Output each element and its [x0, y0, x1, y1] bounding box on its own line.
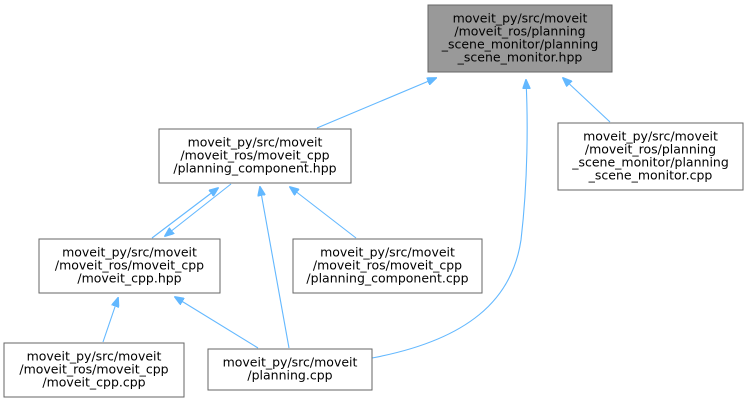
node-label-line: /moveit_ros/planning: [585, 142, 716, 157]
node-label-line: /moveit_cpp.cpp: [42, 375, 145, 390]
node-label-line: _scene_monitor.cpp: [588, 168, 713, 183]
node-label: moveit_py/src/moveit/moveit_ros/moveit_c…: [173, 135, 336, 176]
edge-moveit-cpp-cpp-to-moveit-cpp-hpp: [102, 298, 118, 343]
node-label-line: /moveit_ros/moveit_cpp: [180, 148, 329, 163]
node-label-line: moveit_py/src/moveit: [27, 349, 162, 364]
node-label-line: /moveit_ros/planning: [454, 24, 585, 39]
edge-path: [290, 187, 357, 239]
node-label-line: _scene_monitor/planning: [571, 155, 729, 170]
node-label-line: _scene_monitor/planning: [441, 37, 599, 52]
node-layer: moveit_py/src/moveit/moveit_ros/planning…: [3, 4, 744, 398]
edge-planning-component-hpp-to-moveit-cpp-hpp: [165, 183, 232, 236]
edge-path: [165, 183, 232, 236]
node-box: [207, 348, 373, 391]
edge-path: [371, 80, 527, 359]
node-box: [3, 342, 185, 398]
edge-planning-scene-monitor-cpp-to-planning-scene-monitor-hpp: [563, 78, 611, 123]
node-label-line: /moveit_ros/moveit_cpp: [19, 362, 168, 377]
node-label: moveit_py/src/moveit/moveit_ros/planning…: [441, 11, 599, 65]
node-label-line: /moveit_ros/moveit_cpp: [55, 258, 204, 273]
node-planning-scene-monitor-hpp[interactable]: moveit_py/src/moveit/moveit_ros/planning…: [427, 4, 613, 73]
node-label-line: moveit_py/src/moveit: [453, 11, 588, 26]
edge-layer: [102, 78, 611, 359]
node-label: moveit_py/src/moveit/moveit_ros/moveit_c…: [55, 245, 204, 286]
node-label-line: /moveit_cpp.hpp: [77, 271, 181, 286]
edge-path: [316, 78, 436, 129]
node-planning-component-hpp[interactable]: moveit_py/src/moveit/moveit_ros/moveit_c…: [158, 128, 352, 184]
edge-planning-cpp-to-planning-component-hpp: [260, 187, 290, 349]
edge-planning-component-hpp-to-planning-scene-monitor-hpp: [316, 78, 436, 129]
node-label-line: moveit_py/src/moveit: [320, 245, 455, 260]
node-label: moveit_py/src/moveit/moveit_ros/moveit_c…: [306, 245, 468, 286]
edge-path: [563, 78, 611, 123]
node-box: [427, 4, 613, 73]
node-label: moveit_py/src/moveit/planning.cpp: [223, 355, 358, 383]
edge-path: [175, 297, 259, 349]
node-label-line: moveit_py/src/moveit: [583, 129, 718, 144]
node-box: [158, 128, 352, 184]
node-moveit-cpp-hpp[interactable]: moveit_py/src/moveit/moveit_ros/moveit_c…: [38, 238, 221, 294]
edge-planning-cpp-to-planning-scene-monitor-hpp: [371, 80, 527, 359]
edge-planning-cpp-to-moveit-cpp-hpp: [175, 297, 259, 349]
node-moveit-cpp-cpp[interactable]: moveit_py/src/moveit/moveit_ros/moveit_c…: [3, 342, 185, 398]
node-planning-component-cpp[interactable]: moveit_py/src/moveit/moveit_ros/moveit_c…: [292, 238, 483, 294]
node-label-line: /planning_component.cpp: [306, 271, 468, 286]
node-label-line: /planning.cpp: [247, 368, 332, 383]
node-label: moveit_py/src/moveit/moveit_ros/moveit_c…: [19, 349, 168, 390]
edge-planning-component-cpp-to-planning-component-hpp: [290, 187, 357, 239]
node-box: [557, 122, 744, 191]
node-box: [38, 238, 221, 294]
edge-path: [102, 298, 118, 343]
edge-moveit-cpp-hpp-to-planning-component-hpp: [151, 188, 218, 239]
node-label-line: _scene_monitor.hpp: [457, 50, 583, 65]
node-planning-cpp[interactable]: moveit_py/src/moveit/planning.cpp: [207, 348, 373, 391]
edge-path: [260, 187, 290, 349]
node-box: [292, 238, 483, 294]
node-planning-scene-monitor-cpp[interactable]: moveit_py/src/moveit/moveit_ros/planning…: [557, 122, 744, 191]
node-label-line: moveit_py/src/moveit: [223, 355, 358, 370]
node-label-line: /moveit_ros/moveit_cpp: [313, 258, 462, 273]
node-label-line: moveit_py/src/moveit: [62, 245, 197, 260]
node-label: moveit_py/src/moveit/moveit_ros/planning…: [571, 129, 729, 183]
edge-path: [151, 188, 218, 239]
node-label-line: /planning_component.hpp: [173, 161, 336, 176]
node-label-line: moveit_py/src/moveit: [188, 135, 323, 150]
